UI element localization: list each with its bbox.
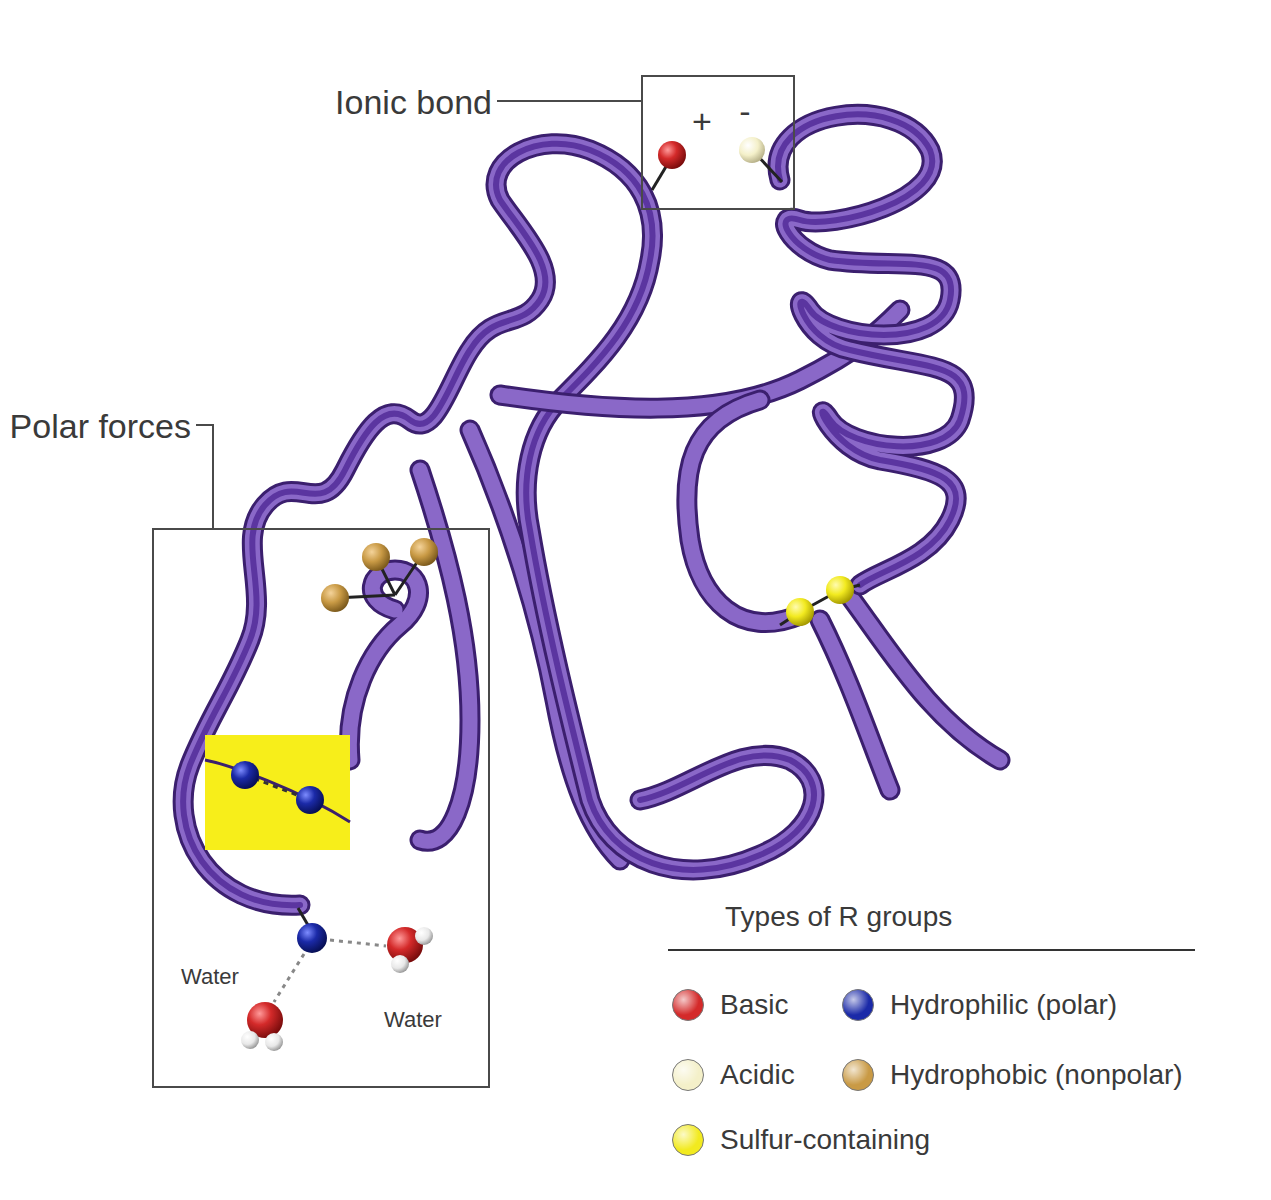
bracket-box: Polar forces — [152, 528, 490, 1088]
molecule-label: Water — [384, 1007, 442, 1032]
hydrophobic-r-group — [321, 584, 349, 612]
protein-ribbon — [183, 114, 1000, 905]
callout-label: Ionic bond — [335, 83, 492, 122]
legend-rule — [668, 949, 1195, 951]
water-hydrogen — [241, 1031, 259, 1049]
hydrophobic-r-group — [410, 538, 438, 566]
legend-label: Sulfur-containing — [720, 1124, 930, 1156]
ribbon-loop — [349, 570, 418, 760]
callout-label: Polar forces — [10, 407, 191, 446]
legend-entry: Sulfur-containing — [672, 1120, 930, 1160]
legend-label: Hydrophilic (polar) — [890, 989, 1117, 1021]
legend-swatch — [672, 989, 704, 1021]
charge-sign: - — [739, 92, 750, 131]
leader-line — [497, 100, 641, 102]
legend-swatch — [842, 989, 874, 1021]
polar-r-group — [296, 786, 324, 814]
ribbon-strand — [183, 144, 814, 906]
water-hydrogen — [415, 927, 433, 945]
ribbon-strand — [687, 400, 800, 623]
highlight-patch — [205, 735, 350, 850]
ribbon-loop — [349, 570, 418, 760]
basic-r-group — [658, 141, 686, 169]
legend-entry: Hydrophobic (nonpolar) — [842, 1055, 1183, 1095]
ribbon-strand — [183, 144, 814, 906]
hydrogen-bond — [274, 954, 304, 1002]
sulfur-r-group — [826, 576, 854, 604]
hydrophobic-r-group — [362, 543, 390, 571]
ribbon-strand — [420, 470, 470, 841]
sulfur-r-group — [786, 598, 814, 626]
alpha-helix — [778, 114, 964, 585]
alpha-helix — [778, 114, 964, 585]
alpha-helix — [778, 114, 964, 585]
legend-heading: Types of R groups — [725, 901, 952, 933]
legend-label: Hydrophobic (nonpolar) — [890, 1059, 1183, 1091]
legend-swatch — [672, 1124, 704, 1156]
polar-r-group — [297, 923, 327, 953]
ribbon-edge — [205, 760, 350, 822]
ribbon-strand — [687, 400, 800, 623]
water-hydrogen — [391, 955, 409, 973]
polar-r-group — [231, 761, 259, 789]
ribbon-strand — [420, 470, 470, 841]
molecule-label: Water — [181, 964, 239, 989]
ribbon-strand — [183, 144, 814, 906]
hydrogen-bond — [330, 940, 386, 946]
ribbon-strand — [820, 620, 890, 790]
ribbon-strand — [820, 620, 890, 790]
charge-sign: + — [692, 102, 712, 141]
legend-swatch — [672, 1059, 704, 1091]
legend-swatch — [842, 1059, 874, 1091]
legend-label: Basic — [720, 989, 788, 1021]
bracket-box: Ionic bond — [641, 75, 795, 210]
legend-entry: Hydrophilic (polar) — [842, 985, 1117, 1025]
acidic-r-group — [739, 137, 765, 163]
legend-entry: Acidic — [672, 1055, 795, 1095]
legend-label: Acidic — [720, 1059, 795, 1091]
water-hydrogen — [265, 1033, 283, 1051]
legend-entry: Basic — [672, 985, 788, 1025]
leader-line — [196, 425, 213, 528]
